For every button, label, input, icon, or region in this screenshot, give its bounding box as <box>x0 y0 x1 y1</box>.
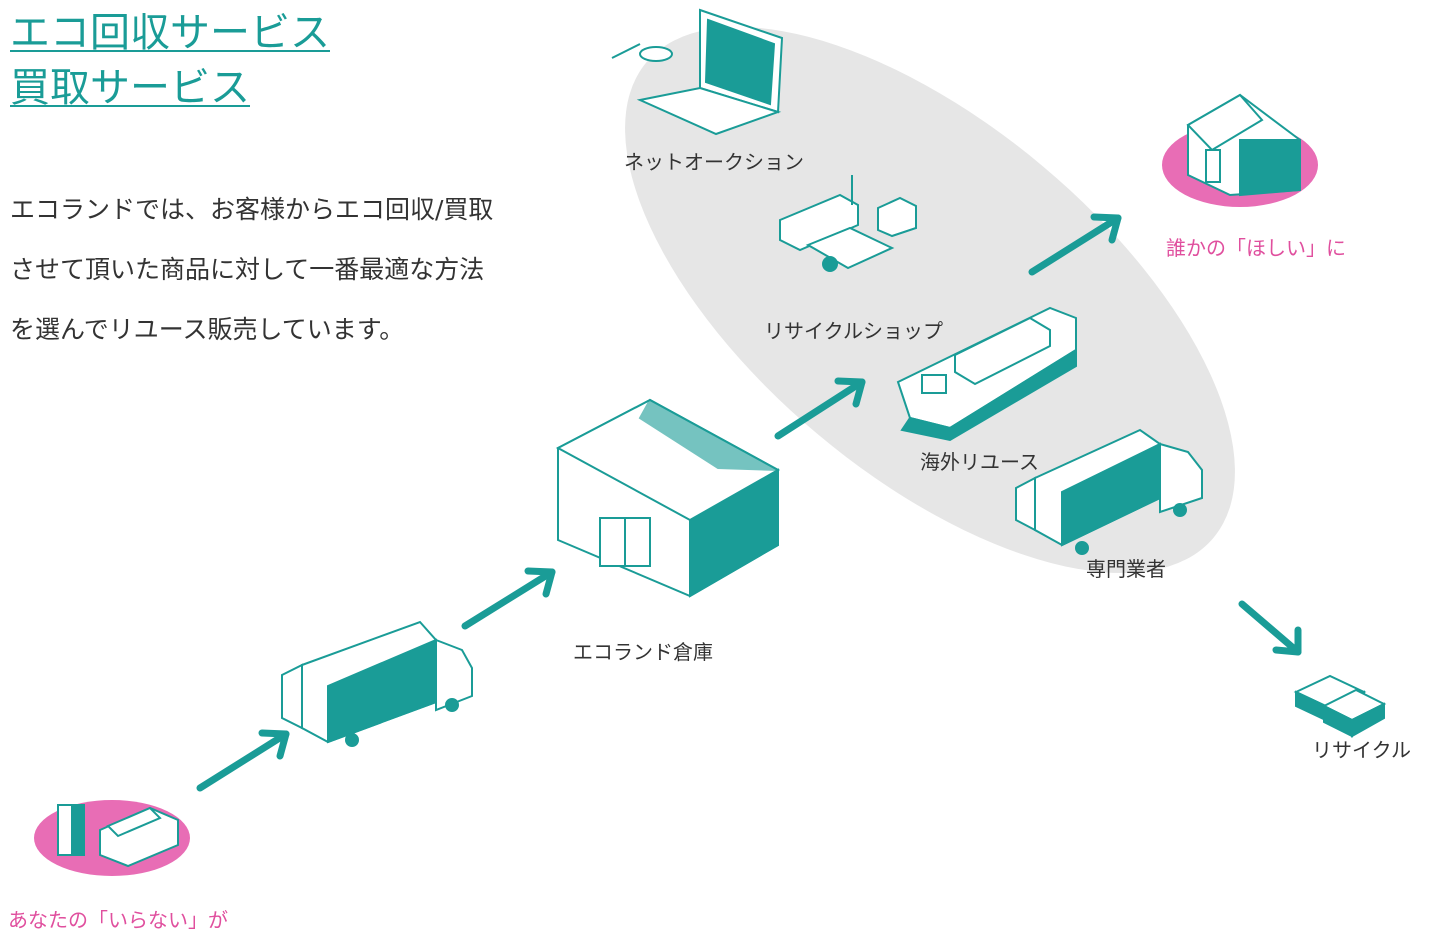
net-auction-label: ネットオークション <box>624 150 804 174</box>
you-dont-need-label: あなたの「いらない」が <box>8 908 228 932</box>
flow-arrows <box>196 213 1302 792</box>
intro-line: エコランドでは、お客様からエコ回収/買取 <box>10 195 494 224</box>
arrow-icon <box>1028 213 1122 276</box>
someone-wants-label: 誰かの「ほしい」に <box>1166 236 1346 260</box>
intro-text: エコランドでは、お客様からエコ回収/買取 させて頂いた商品に対して一番最適な方法… <box>10 180 570 360</box>
arrow-icon <box>461 567 556 630</box>
overseas-reuse-label: 海外リユース <box>920 450 1039 474</box>
house-icon <box>1186 93 1301 197</box>
arrow-icon <box>1238 600 1302 656</box>
sofa-fridge-icon <box>57 804 179 868</box>
recycle-label: リサイクル <box>1312 738 1411 762</box>
specialist-label: 専門業者 <box>1086 557 1166 581</box>
recycle-shop-label: リサイクルショップ <box>764 319 943 343</box>
intro-line: を選んでリユース販売しています。 <box>10 315 405 344</box>
specialist-truck-icon <box>1015 428 1203 555</box>
collection-truck-icon <box>281 620 473 747</box>
furniture-icon <box>779 175 917 272</box>
eco-collection-link[interactable]: エコ回収サービス <box>10 10 330 56</box>
laptop-icon <box>611 8 784 136</box>
purchase-service-link[interactable]: 買取サービス <box>10 65 250 111</box>
arrow-icon <box>196 729 290 792</box>
reuse-channels-ellipse <box>625 26 1235 574</box>
recycle-blocks-icon <box>1293 674 1387 738</box>
warehouse-label: エコランド倉庫 <box>573 640 713 664</box>
warehouse-icon <box>555 398 781 598</box>
arrow-icon <box>774 377 866 440</box>
intro-line: させて頂いた商品に対して一番最適な方法 <box>10 255 485 284</box>
cargo-ship-icon <box>896 306 1077 442</box>
